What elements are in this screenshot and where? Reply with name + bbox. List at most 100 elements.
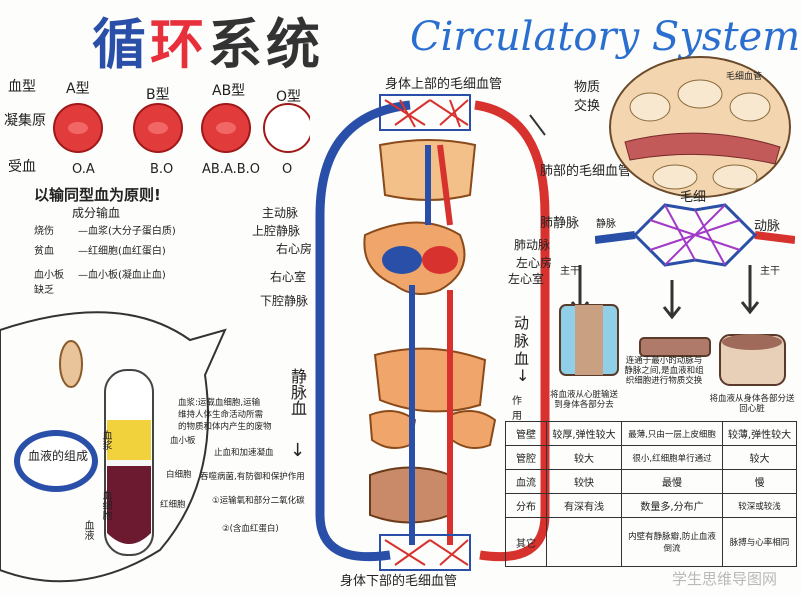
cluster-main-label: 主干 <box>560 266 580 277</box>
red-blood-cell-icons <box>53 103 310 153</box>
table-cell: 较大 <box>546 445 622 470</box>
table-cell: 管壁 <box>505 421 547 446</box>
blood-type-name: AB型 <box>212 83 246 99</box>
table-row: 管壁 较厚,弹性较大 最薄,只由一层上皮细胞 较薄,弹性较大 <box>505 421 797 446</box>
table-row: 血流 较快 最慢 慢 <box>505 469 797 494</box>
recv-ab: AB.A.B.O <box>202 162 261 177</box>
transfusion-give: —红细胞(血红蛋白) <box>78 246 166 257</box>
artery-char: 血 <box>514 350 530 368</box>
left-atrium-label: 左心房 <box>516 256 553 270</box>
table-cell: 较厚,弹性较大 <box>546 421 622 446</box>
recv-b: B.O <box>150 162 174 177</box>
table-cell <box>546 517 622 567</box>
cluster-main2-label: 主干 <box>760 266 780 277</box>
systemic-vein-path <box>315 100 411 562</box>
upper-capillary-net <box>379 94 471 131</box>
table-cell: 数量多,分布广 <box>621 493 723 518</box>
composition-note: 血浆:运载血细胞,运输 <box>178 398 261 408</box>
composition-note: 的物质和体内产生的废物 <box>178 422 272 432</box>
table-cell: 较快 <box>546 469 622 494</box>
right-ventricle-icon <box>382 246 422 274</box>
artery-char: 动 <box>514 314 530 332</box>
cluster-cap-label: 毛细 <box>680 190 707 205</box>
test-tube-icon <box>104 369 154 556</box>
vein-description: 将血液从身体各部分送回心脏 <box>709 394 795 414</box>
transfusion-give: —血小板(凝血止血) <box>78 270 166 281</box>
organ-shape <box>368 410 417 450</box>
table-cell: 管腔 <box>505 445 547 470</box>
vein-blood-label: 静脉血 <box>288 368 307 416</box>
aorta-label: 主动脉 <box>262 206 299 220</box>
lower-capillary-net <box>379 534 471 571</box>
cluster-artery-label: 动脉 <box>754 219 781 234</box>
composition-note: 血小板 <box>170 436 196 446</box>
composition-note: 止血和加速凝血 <box>214 448 274 458</box>
table-row: 分布 有深有浅 数量多,分布广 较深或较浅 <box>505 493 797 518</box>
organ-shape <box>373 347 487 413</box>
composition-note: 维持人体生命活动所需 <box>178 410 264 420</box>
table-cell: 内壁有静脉瓣,防止血液倒流 <box>621 517 723 567</box>
agglutinogen-row-label: 凝集原 <box>4 113 46 129</box>
artery-char: 脉 <box>514 332 530 350</box>
function-label: 作用 <box>512 396 522 422</box>
plasma-label: 血浆 <box>100 430 111 450</box>
blood-composition-label: 血液的组成 <box>27 449 88 463</box>
transfusion-heading: 以输同型血为原则! <box>34 186 161 204</box>
transfusion-cond: 血小板缺乏 <box>34 270 64 296</box>
capillary-illustration <box>639 337 711 357</box>
capillary-cluster <box>595 203 795 267</box>
table-cell: 分布 <box>505 493 547 518</box>
table-row: 管腔 较大 很小,红细胞单行通过 较大 <box>505 445 797 470</box>
title-en-text: Circulatory System <box>410 14 801 60</box>
blood-type-row-label: 血型 <box>8 79 36 95</box>
table-cell: 血流 <box>505 469 547 494</box>
right-ventricle-label: 右心室 <box>270 270 307 284</box>
title-cn-text: 循环系统 <box>92 12 324 76</box>
superior-vena-cava-label: 上腔静脉 <box>252 224 301 238</box>
receive-row-label: 受血 <box>8 159 36 175</box>
table-cell: 较薄,弹性较大 <box>722 421 797 446</box>
exchange-inner-label: 毛细血管 <box>726 72 763 82</box>
table-cell: 有深有浅 <box>546 493 622 518</box>
exchange-zoom-circle <box>609 56 791 198</box>
upper-capillary-label: 身体上部的毛细血管 <box>385 77 503 92</box>
left-ventricle-icon <box>422 246 458 274</box>
composition-note: ②(含血红蛋白) <box>222 524 279 534</box>
left-ventricle-label: 左心室 <box>508 272 545 286</box>
table-cell: 较大 <box>722 445 797 470</box>
vessel-illustrations <box>559 304 786 386</box>
organ-shape <box>448 410 497 450</box>
artery-arrow-icon: ↓ <box>516 366 530 385</box>
blood-cells-label: 血细胞 <box>100 490 111 520</box>
pulmonary-artery-label: 肺动脉 <box>514 238 551 252</box>
cluster-vein-label: 静脉 <box>596 219 616 230</box>
transfusion-cond: 贫血 <box>34 246 54 257</box>
composition-note: ①运输氧和部分二氧化碳 <box>212 496 305 506</box>
recv-o: O <box>282 162 293 177</box>
rbc-o-icon <box>263 103 310 153</box>
table-cell: 最慢 <box>621 469 723 494</box>
lower-capillary-label: 身体下部的毛细血管 <box>340 574 458 589</box>
vessel-comparison-table: 管壁 较厚,弹性较大 最薄,只由一层上皮细胞 较薄,弹性较大 管腔 较大 很小,… <box>505 421 797 567</box>
blood-type-name: O型 <box>276 89 302 105</box>
table-cell: 较深或较浅 <box>722 493 797 518</box>
composition-note: 白细胞 <box>166 470 192 480</box>
right-atrium-label: 右心房 <box>276 242 313 256</box>
table-cell: 最薄,只由一层上皮细胞 <box>621 421 723 446</box>
coin-icon <box>59 340 83 388</box>
blood-type-name: B型 <box>146 87 170 103</box>
artery-description: 将血液从心脏输送到身体各部分去 <box>549 390 618 410</box>
inferior-vena-cava-label: 下腔静脉 <box>260 294 309 308</box>
page-title-cn: 循环系统 <box>92 0 324 79</box>
composition-note: 红细胞 <box>160 500 186 510</box>
vein-arrow-icon: ↓ <box>290 440 306 461</box>
composition-note: 吞噬病菌,有防御和保护作用 <box>200 472 305 482</box>
blood-type-name: A型 <box>66 81 90 97</box>
page-title-en: Circulatory System <box>410 14 800 60</box>
pulmonary-vein-label: 肺静脉 <box>540 216 580 231</box>
table-cell: 很小,红细胞单行通过 <box>621 445 723 470</box>
blood-label: 血液 <box>82 520 93 540</box>
recv-a: O.A <box>72 162 95 177</box>
watermark: 学生思维导图网 <box>672 570 778 588</box>
transfusion-sub: 成分输血 <box>72 206 121 220</box>
